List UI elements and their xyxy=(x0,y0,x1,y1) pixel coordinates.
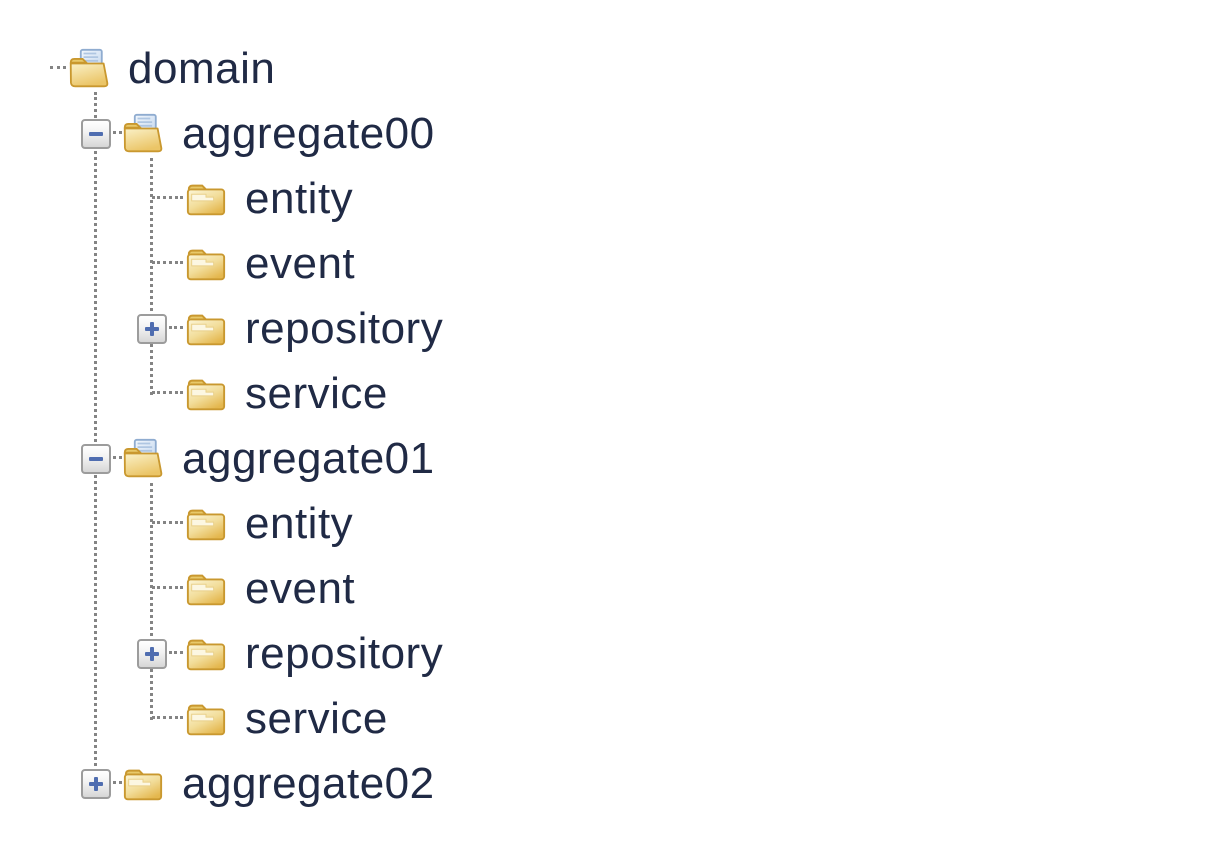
tree-item-label[interactable]: aggregate00 xyxy=(182,108,435,158)
tree-item-label[interactable]: repository xyxy=(245,303,444,353)
tree-item-aggregate01[interactable]: aggregate01 xyxy=(0,426,435,491)
tree-item-aggregate00[interactable]: aggregate00 xyxy=(0,101,435,166)
tree-connector-line xyxy=(150,158,153,395)
closed-folder-icon xyxy=(185,372,227,416)
tree-item-aggregate00-service[interactable]: service xyxy=(0,361,388,426)
tree-item-label[interactable]: event xyxy=(245,238,356,288)
open-folder-icon xyxy=(68,47,110,91)
closed-folder-icon xyxy=(185,697,227,741)
tree-item-label[interactable]: entity xyxy=(245,498,354,548)
tree-item-aggregate01-service[interactable]: service xyxy=(0,686,388,751)
tree-item-label[interactable]: entity xyxy=(245,173,354,223)
tree-item-aggregate01-entity[interactable]: entity xyxy=(0,491,353,556)
collapse-toggle[interactable] xyxy=(81,118,111,149)
closed-folder-icon xyxy=(185,502,227,546)
tree-connector-line xyxy=(150,483,153,720)
closed-folder-icon xyxy=(185,307,227,351)
closed-folder-icon xyxy=(185,177,227,221)
closed-folder-icon xyxy=(185,632,227,676)
tree-connector-line xyxy=(113,131,122,134)
tree-item-aggregate01-repository[interactable]: repository xyxy=(0,621,443,686)
tree-item-aggregate00-event[interactable]: event xyxy=(0,231,355,296)
expand-toggle[interactable] xyxy=(137,313,167,344)
tree-connector-line xyxy=(113,456,122,459)
tree-item-aggregate02[interactable]: aggregate02 xyxy=(0,751,435,816)
tree-item-label[interactable]: service xyxy=(245,368,388,418)
tree-connector-line xyxy=(152,586,183,589)
tree-item-label[interactable]: aggregate02 xyxy=(182,758,435,808)
closed-folder-icon xyxy=(185,567,227,611)
expand-toggle[interactable] xyxy=(137,638,167,669)
open-folder-icon xyxy=(122,437,164,481)
tree-item-aggregate01-event[interactable]: event xyxy=(0,556,355,621)
tree-connector-line xyxy=(113,781,122,784)
tree-connector-line xyxy=(152,196,183,199)
tree-connector-line xyxy=(94,92,97,783)
tree-item-label[interactable]: service xyxy=(245,693,388,743)
tree-item-label[interactable]: repository xyxy=(245,628,444,678)
tree-item-aggregate00-entity[interactable]: entity xyxy=(0,166,353,231)
tree-item-label[interactable]: event xyxy=(245,563,356,613)
tree-connector-line xyxy=(152,716,183,719)
collapse-toggle[interactable] xyxy=(81,443,111,474)
tree-item-label[interactable]: aggregate01 xyxy=(182,433,435,483)
tree-item-aggregate00-repository[interactable]: repository xyxy=(0,296,443,361)
tree-connector-line xyxy=(152,261,183,264)
tree-connector-line xyxy=(169,651,183,654)
open-folder-icon xyxy=(122,112,164,156)
tree-connector-line xyxy=(152,391,183,394)
tree-connector-line xyxy=(169,326,183,329)
tree-item-label[interactable]: domain xyxy=(128,43,276,93)
closed-folder-icon xyxy=(185,242,227,286)
tree-connector-line xyxy=(50,66,66,69)
expand-toggle[interactable] xyxy=(81,768,111,799)
closed-folder-icon xyxy=(122,762,164,806)
tree-item-domain[interactable]: domain xyxy=(0,36,275,101)
tree-connector-line xyxy=(152,521,183,524)
